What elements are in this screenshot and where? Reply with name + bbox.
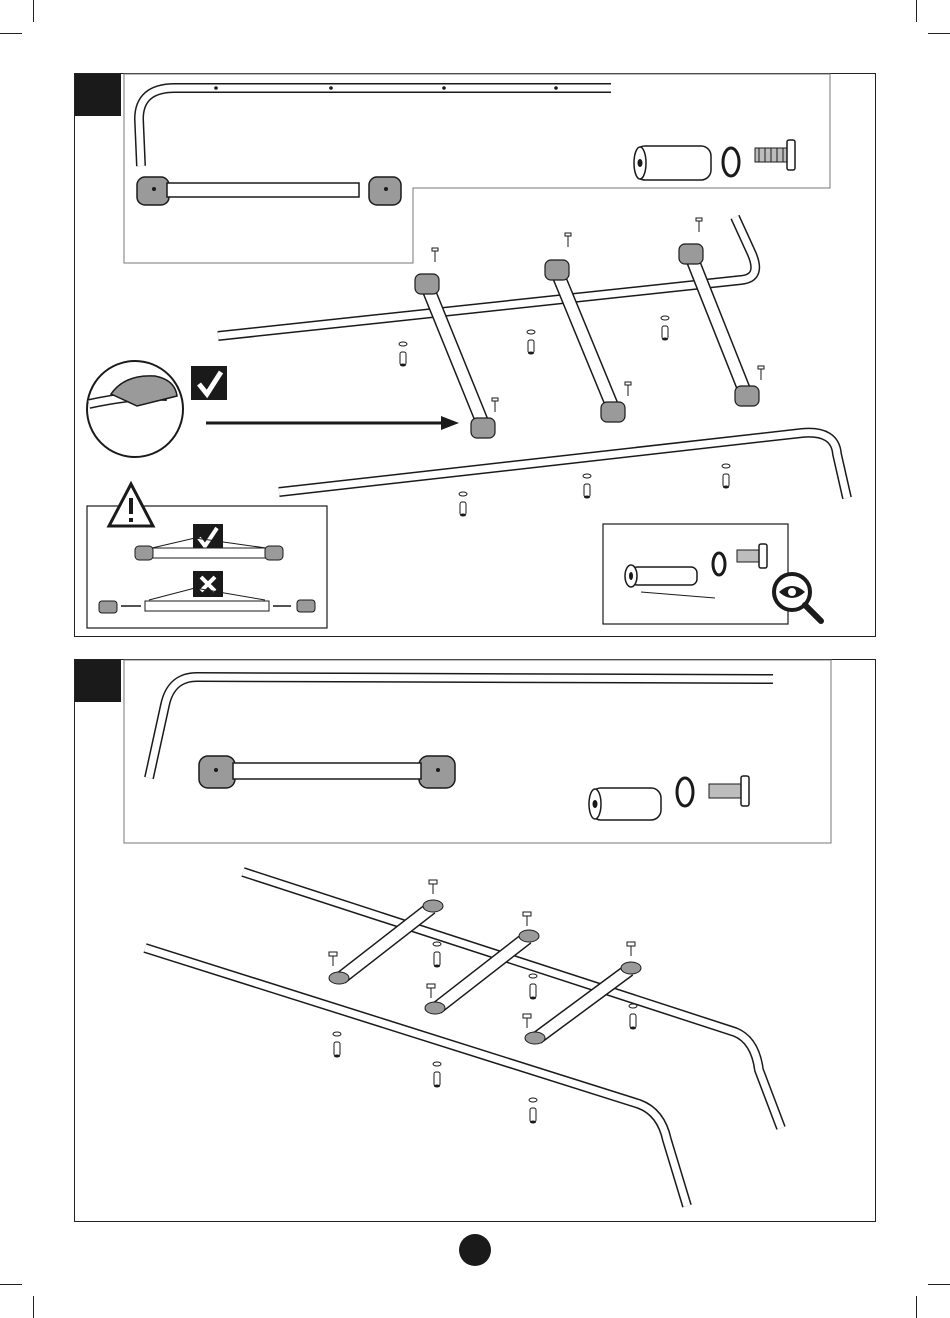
crop-mark bbox=[928, 33, 950, 34]
barrel-nut bbox=[529, 1098, 537, 1124]
check-icon bbox=[193, 524, 223, 550]
cross-bar-1 bbox=[329, 900, 443, 984]
screw bbox=[758, 366, 764, 380]
arrow-head bbox=[441, 416, 459, 430]
inventory-hardware bbox=[589, 776, 749, 820]
barrel-nut bbox=[527, 330, 535, 355]
screw bbox=[696, 218, 702, 232]
barrel-nut bbox=[399, 342, 407, 367]
crop-mark bbox=[916, 0, 917, 22]
step-1-diagram bbox=[75, 74, 877, 638]
cross-bar-3 bbox=[679, 244, 759, 406]
screw bbox=[429, 880, 437, 894]
cross-bar-2 bbox=[425, 930, 539, 1014]
page-number-badge bbox=[459, 1234, 491, 1266]
crop-mark bbox=[33, 1296, 34, 1318]
barrel-nut bbox=[459, 492, 467, 517]
barrel-nut bbox=[629, 1004, 637, 1030]
inventory-bent-tube bbox=[139, 86, 611, 166]
screw bbox=[427, 984, 435, 998]
crop-mark bbox=[928, 1284, 950, 1285]
barrel-nut bbox=[529, 974, 537, 1000]
step-1-panel bbox=[74, 73, 876, 637]
cross-bar-2 bbox=[545, 260, 625, 422]
cross-bar-1 bbox=[415, 274, 495, 438]
barrel-nut bbox=[433, 942, 441, 968]
inventory-hardware bbox=[634, 140, 795, 180]
barrel-nut bbox=[661, 316, 669, 341]
screw bbox=[565, 233, 571, 247]
screw bbox=[492, 398, 498, 412]
screw bbox=[329, 952, 337, 966]
step-2-diagram bbox=[75, 660, 877, 1223]
screw bbox=[523, 912, 531, 926]
warning-icon bbox=[109, 484, 153, 526]
crop-mark bbox=[0, 1284, 22, 1285]
barrel-nut bbox=[433, 1062, 441, 1088]
barrel-nut bbox=[722, 464, 730, 489]
inventory-cross-bar bbox=[199, 756, 455, 788]
front-side-tube bbox=[279, 433, 847, 498]
zoom-detail-circle bbox=[87, 361, 183, 457]
crop-mark bbox=[916, 1296, 917, 1318]
screw bbox=[625, 382, 631, 396]
crop-mark bbox=[33, 0, 34, 22]
parts-inventory-box bbox=[124, 660, 831, 843]
screw bbox=[627, 942, 635, 956]
barrel-nut bbox=[583, 474, 591, 499]
barrel-nut bbox=[333, 1032, 341, 1058]
inventory-cross-bar bbox=[137, 177, 401, 205]
screw bbox=[432, 248, 438, 262]
back-side-tube bbox=[218, 217, 755, 336]
step-2-panel bbox=[74, 659, 876, 1222]
crop-mark bbox=[0, 33, 22, 34]
screw bbox=[523, 1014, 531, 1028]
